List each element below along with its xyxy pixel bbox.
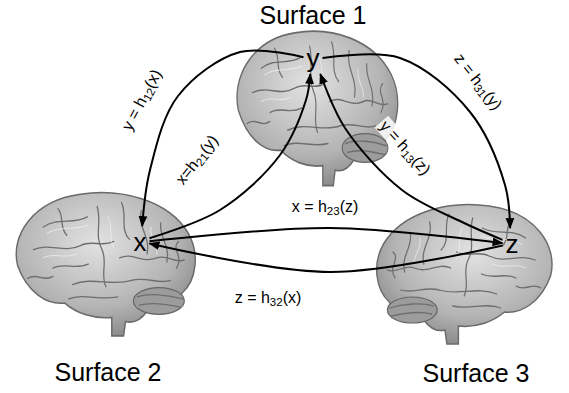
label-anchor: x = h23(z) <box>290 198 361 216</box>
mapping-label: x=h21(y) <box>171 130 223 190</box>
text-anchor: z <box>506 231 519 257</box>
mapping-label: x = h23(z) <box>290 198 361 216</box>
text-anchor: x <box>134 229 147 255</box>
label-anchor: z = h32(x) <box>233 289 304 307</box>
brain-illustration <box>372 198 564 348</box>
text-anchor: y <box>307 45 320 71</box>
point-label: y <box>307 45 320 71</box>
text-anchor: Surface 2 <box>54 360 161 385</box>
mapping-label: y = h12(x) <box>117 65 166 136</box>
point-label: x <box>134 229 147 255</box>
label-anchor: x=h21(y) <box>171 130 223 190</box>
label-anchor: z = h31(y) <box>449 49 507 116</box>
point-label: z <box>506 231 519 257</box>
brain-surface: Surface 1 y <box>222 0 404 192</box>
surface-title: Surface 1 <box>259 3 366 28</box>
brain-illustration <box>4 186 200 340</box>
brain-surface: Surface 3 z <box>368 190 567 388</box>
text-anchor: Surface 3 <box>422 361 529 386</box>
surface-title: Surface 2 <box>54 360 161 385</box>
surface-title: Surface 3 <box>422 361 529 386</box>
mapping-label: z = h31(y) <box>449 49 507 116</box>
label-anchor: y = h12(x) <box>117 65 166 136</box>
brain-surface: Surface 2 x <box>2 180 204 388</box>
text-anchor: Surface 1 <box>259 3 366 28</box>
mapping-label: z = h32(x) <box>233 289 304 307</box>
